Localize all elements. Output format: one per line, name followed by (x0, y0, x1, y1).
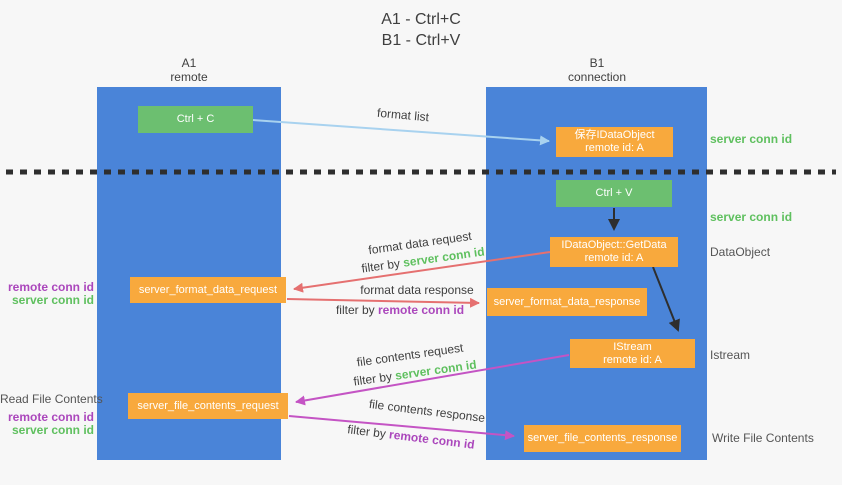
diagram-title: A1 - Ctrl+C B1 - Ctrl+V (0, 9, 842, 51)
remote-conn-id-text: remote conn id (388, 427, 476, 452)
label-filter-remote-conn-2: filter by remote conn id (347, 422, 476, 452)
node-getdata-line1: IDataObject::GetData (561, 239, 667, 251)
column-a1-header: A1 remote (119, 56, 259, 84)
node-istream-line1: IStream (613, 340, 652, 353)
title-line-2: B1 - Ctrl+V (381, 32, 461, 49)
left-label-remote-conn-id-1: remote conn id (7, 280, 94, 294)
node-server-file-contents-request: server_file_contents_request (128, 393, 288, 419)
column-b1-header: B1 connection (527, 56, 667, 84)
column-a1-role: remote (170, 70, 208, 84)
node-save-idataobject-line2: remote id: A (585, 142, 644, 154)
left-label-remote-conn-id-2: remote conn id (7, 410, 94, 424)
node-server-file-contents-response-label: server_file_contents_response (527, 432, 678, 444)
left-label-read-file-contents: Read File Contents (0, 392, 103, 406)
right-label-server-conn-id-mid: server conn id (710, 210, 793, 224)
filter-by-text: filter by (335, 303, 375, 317)
node-server-format-data-request-label: server_format_data_request (138, 283, 278, 296)
filter-by-text: filter by (352, 369, 393, 389)
right-label-dataobject: DataObject (710, 245, 771, 259)
node-server-file-contents-request-label: server_file_contents_request (137, 399, 279, 412)
node-getdata: IDataObject::GetData remote id: A (550, 237, 678, 267)
left-label-server-conn-id-2: server conn id (11, 423, 94, 437)
right-label-istream: Istream (710, 348, 751, 362)
node-server-format-data-response-label: server_format_data_response (493, 295, 641, 308)
node-ctrl-c-label: Ctrl + C (176, 113, 215, 125)
node-istream-line2: remote id: A (603, 353, 662, 366)
filter-by-text: filter by (360, 256, 401, 276)
node-server-format-data-request: server_format_data_request (130, 277, 286, 303)
title-line-1: A1 - Ctrl+C (381, 11, 461, 28)
node-getdata-line2: remote id: A (584, 252, 644, 264)
node-save-idataobject: 保存IDataObject remote id: A (556, 127, 673, 157)
label-format-data-response: format data response (360, 283, 474, 297)
node-ctrl-c: Ctrl + C (138, 106, 253, 133)
remote-conn-id-text: remote conn id (378, 303, 465, 317)
label-file-contents-response: file contents response (368, 396, 486, 426)
label-format-list: format list (376, 105, 430, 125)
column-a1-name: A1 (181, 56, 197, 70)
filter-by-text: filter by (346, 422, 387, 441)
node-istream: IStream remote id: A (570, 339, 695, 368)
column-b1-role: connection (567, 70, 627, 84)
right-label-server-conn-id-top: server conn id (710, 132, 793, 146)
node-server-format-data-response: server_format_data_response (487, 288, 647, 316)
node-ctrl-v-label: Ctrl + V (595, 187, 633, 199)
label-filter-remote-conn-1: filter by remote conn id (336, 303, 464, 317)
node-server-file-contents-response: server_file_contents_response (524, 425, 681, 452)
node-ctrl-v: Ctrl + V (556, 180, 672, 207)
column-b1-name: B1 (589, 56, 605, 70)
left-label-server-conn-id-1: server conn id (11, 293, 94, 307)
right-label-write-file-contents: Write File Contents (712, 431, 814, 445)
node-save-idataobject-line1: 保存IDataObject (574, 129, 655, 141)
